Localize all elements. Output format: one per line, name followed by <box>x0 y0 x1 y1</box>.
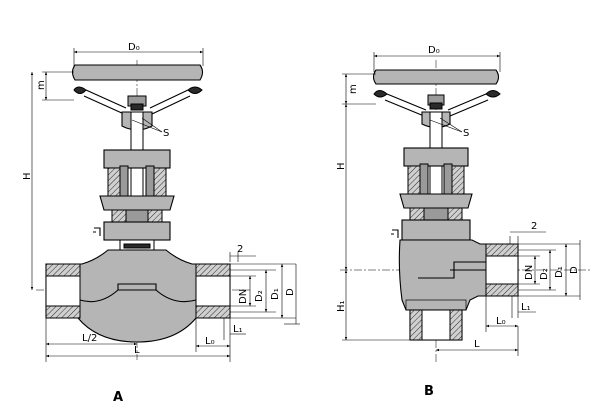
figure-b-label-h1: H₁ <box>336 300 347 312</box>
figure-b-angle-valve: D₀ m H H₁ S 2 DN D₂ D₁ D L₁ L₀ L B <box>336 45 590 399</box>
figure-a-label-m: m <box>36 80 47 90</box>
figure-b-label-s: S <box>463 128 469 139</box>
figure-b-label-d2: D₂ <box>539 268 550 280</box>
figure-b-label-d: D <box>569 266 580 274</box>
figure-a-caption: A <box>113 390 123 405</box>
figure-b-label-l0: L₀ <box>496 316 506 327</box>
figure-a-label-dn: DN <box>238 289 249 304</box>
figure-b-label-l1: L₁ <box>521 302 531 313</box>
figure-a-bonnet-stem <box>93 111 175 287</box>
figure-a-label-d2: D₂ <box>254 290 265 302</box>
figure-a-label-s: S <box>163 128 169 139</box>
figure-b-label-h: H <box>336 162 347 170</box>
figure-a-label-2: 2 <box>237 244 243 255</box>
figure-a-handwheel <box>71 64 204 131</box>
figure-a-valve-body <box>45 249 231 343</box>
figure-a-label-half-l: L/2 <box>82 333 97 344</box>
figure-b-label-2: 2 <box>531 221 537 232</box>
figure-a-straight-valve: D₀ m H S 2 DN D₂ D₁ D L₁ L₀ L/2 L A <box>22 42 300 405</box>
figure-b-caption: B <box>424 384 434 399</box>
figure-b-label-l: L <box>474 339 480 350</box>
figure-b-valve-body <box>398 239 519 341</box>
figure-a-label-h: H <box>22 172 33 180</box>
figure-b-label-d1: D₁ <box>554 266 565 278</box>
figure-a-label-l0: L₀ <box>205 336 215 347</box>
figure-a-label-d0: D₀ <box>128 42 140 53</box>
figure-a-label-d: D <box>285 288 296 296</box>
figure-b-label-m: m <box>348 84 359 94</box>
figure-b-handwheel <box>372 69 501 129</box>
figure-b-label-dn: DN <box>524 265 535 280</box>
figure-a-dimensions <box>30 48 300 362</box>
figure-a-label-l1: L₁ <box>233 324 243 335</box>
figure-b-label-d0: D₀ <box>428 45 440 56</box>
figure-b-dimensions <box>342 52 581 356</box>
figure-a-label-d1: D₁ <box>270 288 281 300</box>
figure-a-label-l: L <box>134 345 140 356</box>
